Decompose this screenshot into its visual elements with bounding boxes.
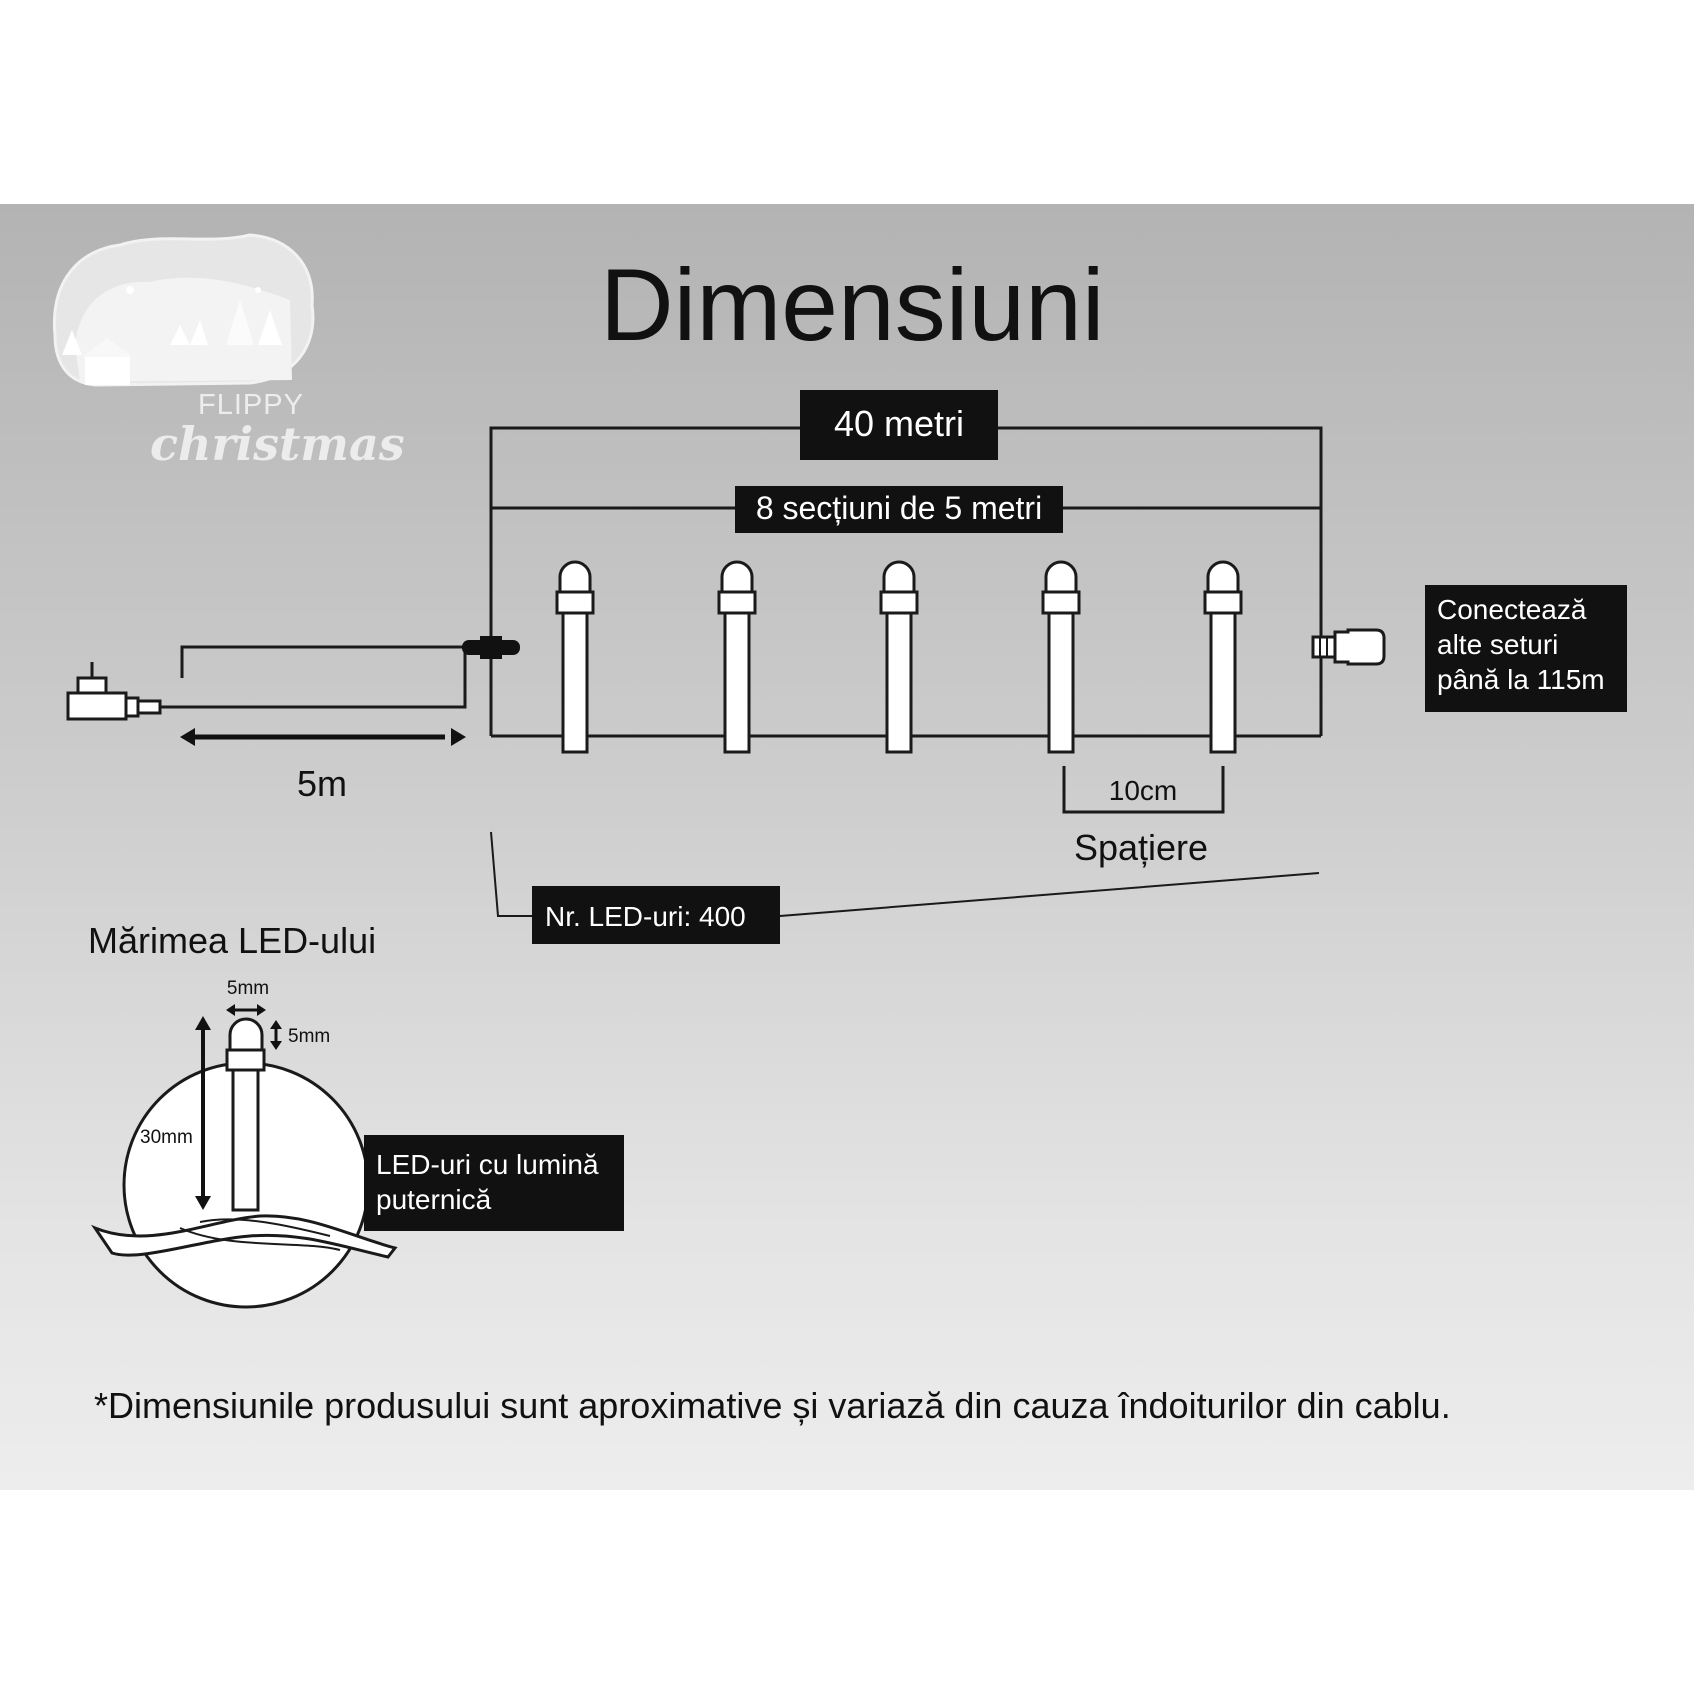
led-bulb	[879, 560, 919, 754]
sections-label: 8 secțiuni de 5 metri	[756, 490, 1042, 526]
connect-note-line-2: alte seturi	[1437, 629, 1558, 660]
led-width-label: 5mm	[227, 978, 269, 999]
led-bulb	[555, 560, 595, 754]
connect-note-line-3: până la 115m	[1437, 664, 1605, 695]
logo-brand-bottom: christmas	[150, 417, 405, 471]
led-size-heading: Mărimea LED-ului	[88, 920, 376, 961]
total-length-label: 40 metri	[834, 403, 964, 444]
led-count-leader	[490, 831, 1320, 917]
lead-length-arrow	[180, 728, 466, 746]
led-total-height-label: 30mm	[140, 1127, 193, 1148]
spacing-bracket	[1062, 766, 1225, 814]
lead-cable	[160, 645, 491, 709]
page-title: Dimensiuni	[600, 248, 1105, 362]
connect-note-line-1: Conectează	[1437, 594, 1587, 625]
led-count-box	[532, 886, 780, 944]
sections-box	[735, 486, 1063, 533]
spacing-label: Spațiere	[1074, 827, 1208, 868]
total-length-box	[800, 390, 998, 460]
led-bulb	[1203, 560, 1243, 754]
spacing-value: 10cm	[1109, 775, 1177, 806]
led-head-height-label: 5mm	[288, 1026, 330, 1047]
lead-cable-length: 5m	[297, 763, 347, 804]
logo-brand-top: FLIPPY	[198, 389, 304, 421]
end-connector-icon	[1311, 628, 1386, 666]
connect-note-box	[1425, 585, 1627, 712]
bright-note-line-1: LED-uri cu lumină	[376, 1149, 599, 1180]
footnote: *Dimensiunile produsului sunt aproximati…	[94, 1385, 1451, 1426]
led-bulb	[717, 560, 757, 754]
flippy-christmas-logo: FLIPPY christmas	[52, 233, 405, 471]
power-adapter-icon	[66, 662, 162, 721]
bright-note-box	[364, 1135, 624, 1231]
cable-connector-icon	[462, 636, 520, 659]
twisted-wire	[91, 1214, 398, 1259]
led-bulb	[1041, 560, 1081, 754]
bright-note-line-2: puternică	[376, 1184, 492, 1215]
led-size-detail	[91, 1004, 398, 1309]
led-count-label: Nr. LED-uri: 400	[545, 901, 746, 932]
